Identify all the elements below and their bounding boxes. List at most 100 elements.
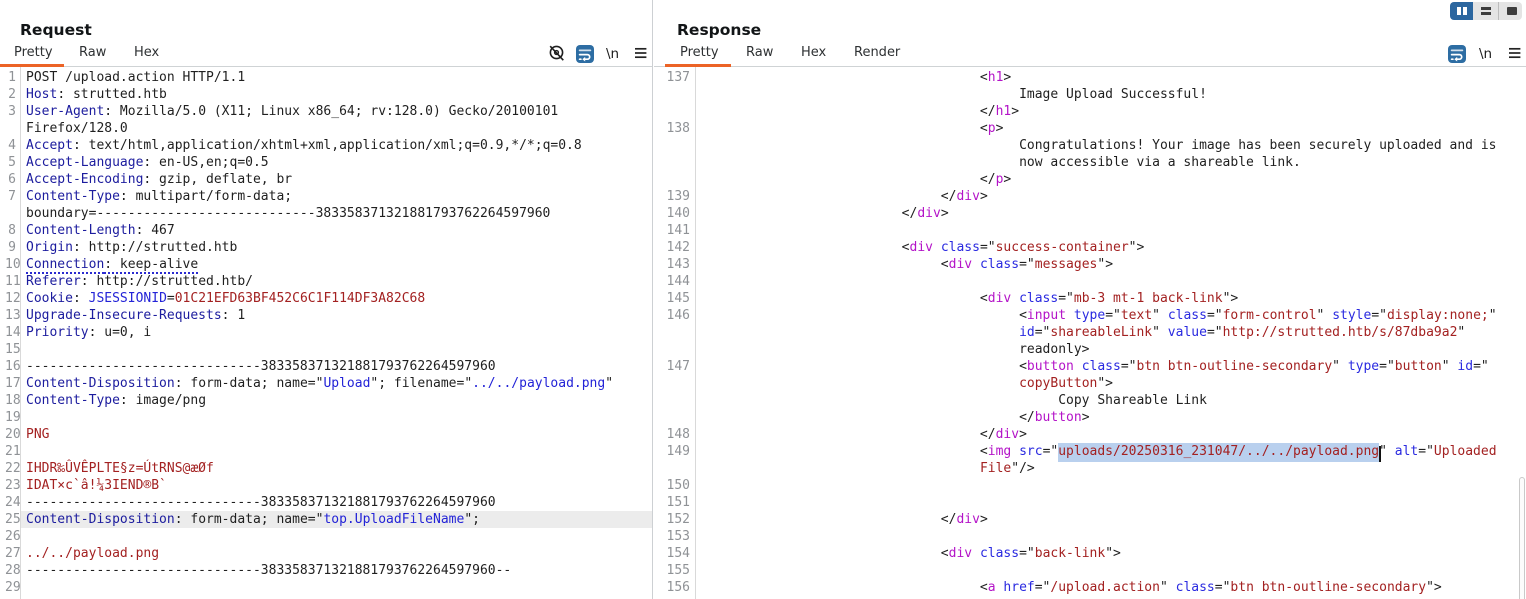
code-row: <div class="messages"> <box>706 257 1114 272</box>
response-tab-hex[interactable]: Hex <box>801 45 827 60</box>
code-row: now accessible via a shareable link. <box>706 155 1301 170</box>
code-row: ------------------------------3833583713… <box>26 495 496 510</box>
code-row: Firefox/128.0 <box>26 121 128 136</box>
code-row <box>21 443 652 460</box>
layout-stacked-icon[interactable] <box>1473 2 1498 20</box>
code-row: ------------------------------3833583713… <box>26 563 512 578</box>
line-number: 141 <box>666 223 690 238</box>
line-number: 25 <box>5 512 21 527</box>
code-row: Content-Length: 467 <box>26 223 175 238</box>
code-row: copyButton"> <box>1019 376 1114 391</box>
code-row: IDAT×c`â!¼3IEND®B` <box>26 478 167 493</box>
line-number: 152 <box>666 512 690 527</box>
line-number <box>654 375 690 392</box>
response-tab-render[interactable]: Render <box>854 45 901 60</box>
line-number: 16 <box>5 359 21 374</box>
line-number <box>654 103 690 120</box>
line-number <box>654 86 690 103</box>
line-number: 24 <box>5 495 21 510</box>
layout-side-by-side-icon[interactable] <box>1450 2 1473 20</box>
line-number: 28 <box>5 563 21 578</box>
line-number: 142 <box>666 240 690 255</box>
code-row: Content-Disposition: form-data; name="Up… <box>26 376 614 391</box>
code-row: Referer: http://strutted.htb/ <box>26 274 253 289</box>
line-number: 10 <box>5 257 21 272</box>
code-row: POST /upload.action HTTP/1.1 <box>26 70 246 85</box>
stack-bar <box>1481 7 1491 10</box>
line-number: 5 <box>8 155 16 170</box>
line-number: 156 <box>666 580 690 595</box>
line-number: 29 <box>5 580 21 595</box>
code-row: <div class="mb-3 mt-1 back-link"> <box>706 291 1239 306</box>
line-number: 140 <box>666 206 690 221</box>
line-number: 6 <box>8 172 16 187</box>
code-row: Accept: text/html,application/xhtml+xml,… <box>26 138 582 153</box>
code-row: </button> <box>706 410 1090 425</box>
line-number: 139 <box>666 189 690 204</box>
response-code: <h1> Image Upload Successful! </h1> <p> … <box>696 69 1526 596</box>
word-wrap-toggle-icon[interactable] <box>1448 45 1466 63</box>
response-pane-title: Response <box>677 21 762 39</box>
line-number: 148 <box>666 427 690 442</box>
request-tab-hex[interactable]: Hex <box>134 45 160 60</box>
layout-single-icon[interactable] <box>1498 2 1522 20</box>
code-row <box>21 579 652 596</box>
line-number <box>0 205 16 222</box>
code-row: IHDR‰ÛVÊPLTE§z=ÚtRNS@æØf <box>26 461 214 476</box>
line-number: 21 <box>5 444 21 459</box>
code-row: Image Upload Successful! <box>706 87 1207 102</box>
layout-switcher <box>1450 2 1522 20</box>
newline-chars-icon[interactable]: \n <box>1479 46 1493 62</box>
editor-menu-icon[interactable] <box>634 45 652 63</box>
code-row <box>696 528 1526 545</box>
code-row: User-Agent: Mozilla/5.0 (X11; Linux x86_… <box>26 104 559 119</box>
pause-bar <box>1463 7 1467 15</box>
code-row <box>696 273 1526 290</box>
code-row: Congratulations! Your image has been sec… <box>706 138 1497 153</box>
line-number: 11 <box>5 274 21 289</box>
response-scrollbar-thumb[interactable] <box>1519 477 1525 599</box>
line-number: 7 <box>8 189 16 204</box>
line-number: 22 <box>5 461 21 476</box>
code-row: </h1> <box>706 104 1020 119</box>
code-row: Accept-Encoding: gzip, deflate, br <box>26 172 293 187</box>
line-number: 154 <box>666 546 690 561</box>
response-tab-raw[interactable]: Raw <box>746 45 774 60</box>
line-number: 1 <box>8 70 16 85</box>
line-number: 14 <box>5 325 21 340</box>
line-number: 138 <box>666 121 690 136</box>
code-row: </div> <box>706 427 1027 442</box>
word-wrap-toggle-icon[interactable] <box>576 45 594 63</box>
newline-chars-icon[interactable]: \n <box>606 46 620 62</box>
code-row: <h1> <box>706 70 1012 85</box>
gutter-separator <box>20 67 21 599</box>
code-row <box>696 494 1526 511</box>
code-row: <p> <box>706 121 1004 136</box>
request-tab-pretty[interactable]: Pretty <box>14 45 53 60</box>
code-row: </div> <box>706 512 988 527</box>
line-number: 145 <box>666 291 690 306</box>
hide-nonprintable-icon[interactable] <box>548 45 566 63</box>
code-row <box>696 562 1526 579</box>
single-box <box>1507 7 1517 15</box>
line-number: 137 <box>666 70 690 85</box>
code-row: readonly> <box>706 342 1090 357</box>
code-row: Upgrade-Insecure-Requests: 1 <box>26 308 246 323</box>
code-row: <button class="btn btn-outline-secondary… <box>706 359 1489 374</box>
line-number: 153 <box>666 529 690 544</box>
pane-divider[interactable] <box>652 0 653 599</box>
editor-menu-icon[interactable] <box>1508 45 1526 63</box>
stack-bar <box>1481 12 1491 15</box>
response-tab-pretty[interactable]: Pretty <box>680 45 719 60</box>
code-row: id="shareableLink" value="http://strutte… <box>1019 325 1466 340</box>
code-row: PNG <box>26 427 50 442</box>
request-tab-raw[interactable]: Raw <box>79 45 107 60</box>
line-number <box>654 324 690 341</box>
line-number: 150 <box>666 478 690 493</box>
line-number <box>654 154 690 171</box>
code-row: Copy Shareable Link <box>706 393 1207 408</box>
